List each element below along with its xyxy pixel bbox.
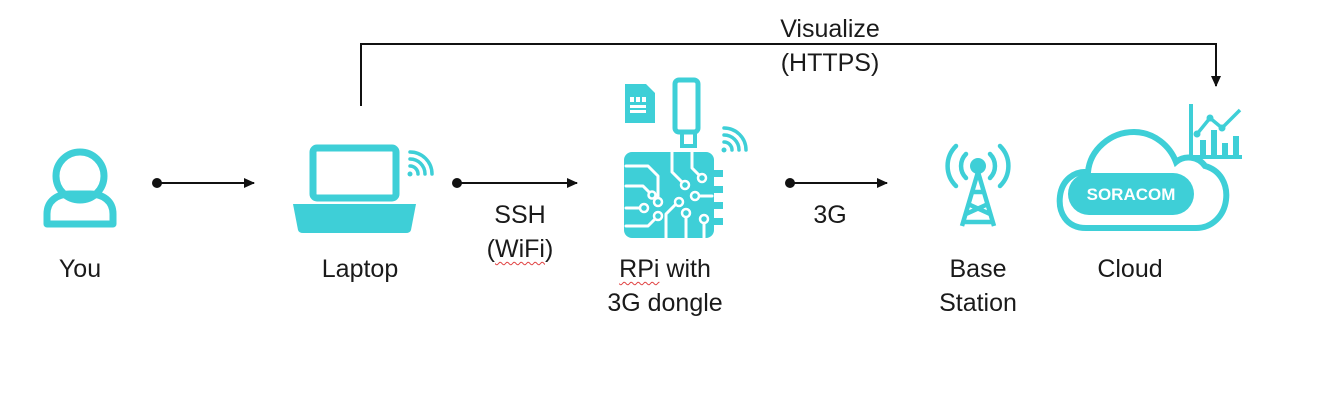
node-label-laptop: Laptop [300, 252, 420, 286]
laptop-label: Laptop [321, 255, 399, 283]
visualize-label-line2: (HTTPS) [780, 49, 880, 77]
edge-label-visualize: Visualize (HTTPS) [750, 12, 910, 80]
visualize-label-line1: Visualize [780, 15, 880, 43]
arrow-laptop-to-rpi [452, 178, 578, 188]
visualize-connector [360, 43, 1221, 106]
circuit-board-icon [624, 77, 748, 240]
ssh-paren-open: ( [486, 235, 495, 263]
sim-card-icon [625, 84, 655, 123]
laptop-icon [293, 144, 434, 233]
soracom-logo-text: SORACOM [1087, 185, 1176, 204]
arrow-rpi-to-base-station [785, 178, 888, 188]
wifi-icon [721, 126, 748, 153]
rpi-label-line2: 3G dongle [607, 289, 723, 317]
rpi-label-line1: RPi with [575, 252, 755, 286]
node-label-base-station: Base Station [918, 252, 1038, 320]
edge-label-ssh: SSH (WiFi) [460, 198, 580, 266]
edge-label-3g: 3G [800, 198, 860, 232]
node-label-rpi: RPi with 3G dongle [575, 252, 755, 320]
you-label: You [58, 255, 102, 283]
user-icon [43, 148, 117, 228]
cloud-label: Cloud [1097, 255, 1163, 283]
threeg-label: 3G [813, 201, 847, 229]
rpi-word: RPi [619, 255, 660, 283]
ssh-paren-close: ) [544, 235, 554, 263]
rpi-with-word: with [659, 255, 711, 283]
usb-dongle-icon [672, 77, 701, 148]
arrow-you-to-laptop [152, 178, 255, 188]
ssh-label-line2: (WiFi) [460, 232, 580, 266]
node-label-you: You [40, 252, 120, 286]
base-station-label-line1: Base [949, 255, 1007, 283]
cell-tower-icon [945, 143, 1011, 227]
ssh-label-line1: SSH [494, 201, 546, 229]
soracom-logo [1068, 173, 1194, 215]
wifi-icon [407, 150, 434, 177]
base-station-label-line2: Station [939, 289, 1017, 317]
node-label-cloud: Cloud [1075, 252, 1185, 286]
wifi-word: WiFi [495, 235, 545, 263]
cloud-icon: SORACOM [1056, 128, 1230, 231]
analytics-chart-icon [1189, 104, 1242, 159]
